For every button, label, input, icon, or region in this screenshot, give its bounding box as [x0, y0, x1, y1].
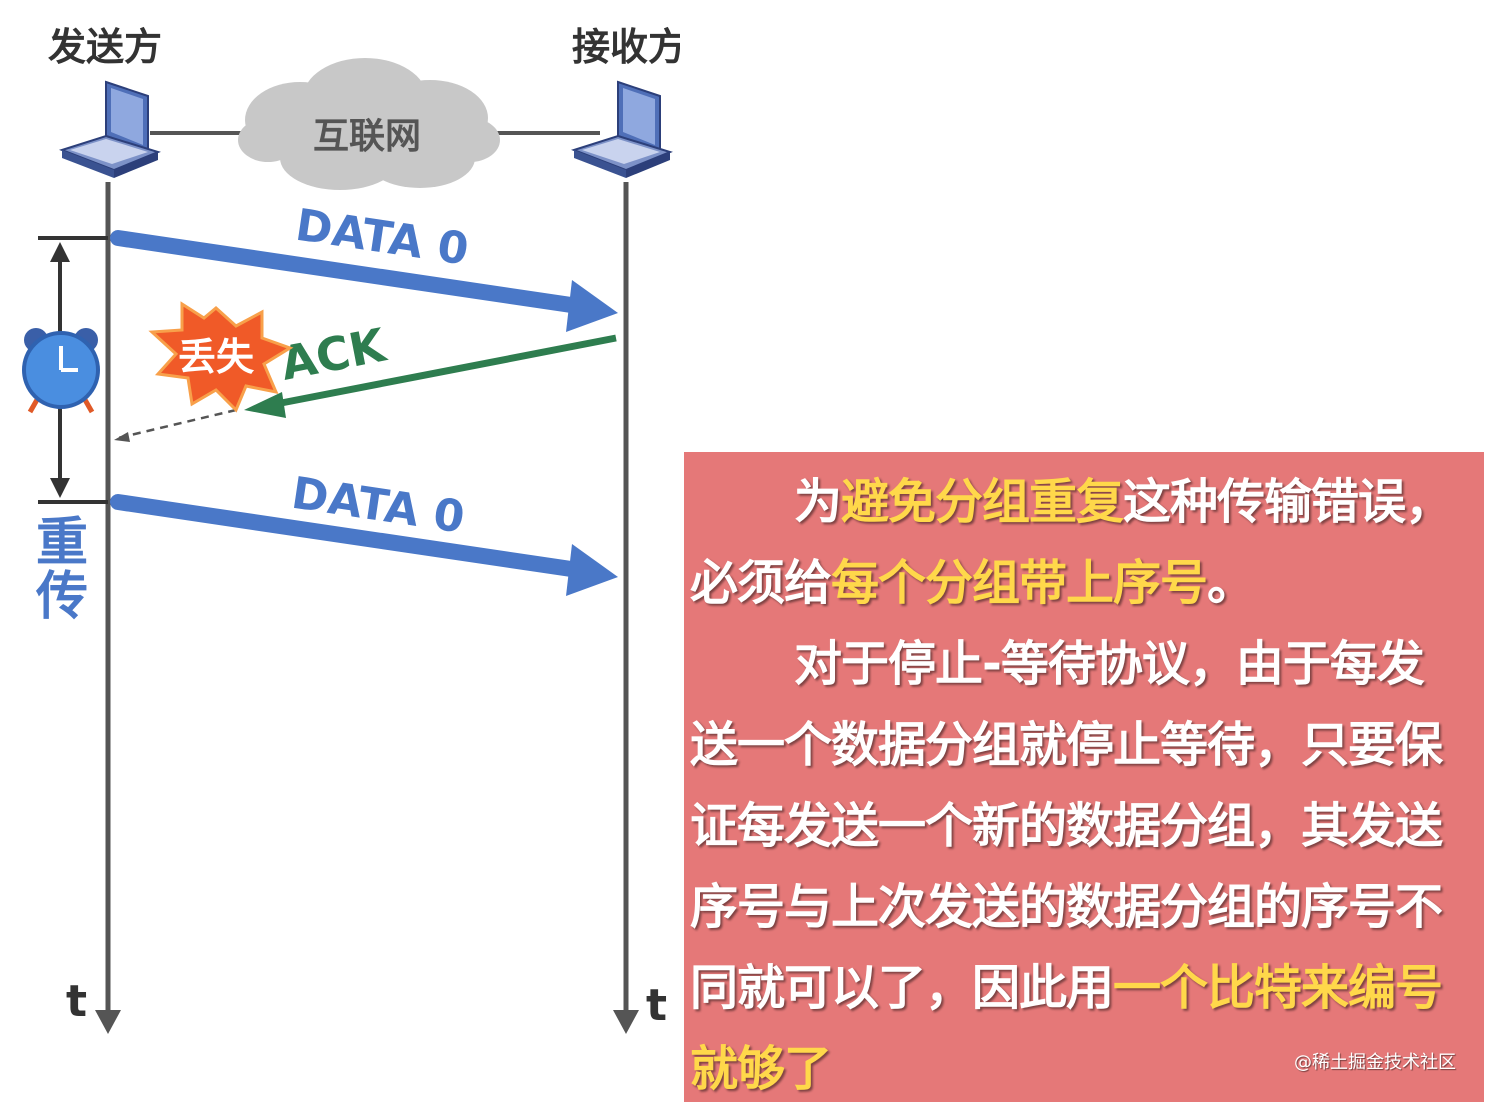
message-ack-lost	[114, 334, 617, 442]
lost-label: 丢失	[178, 335, 255, 379]
retransmit-label-line-2: 传	[35, 567, 88, 627]
retransmit-label-line-1: 重	[36, 513, 88, 573]
body-text: 。	[1207, 555, 1255, 611]
sender-timeline-arrowhead	[95, 1010, 121, 1034]
highlighted-text: 每个分组带上序号	[831, 555, 1208, 611]
cloud-icon	[238, 58, 500, 190]
highlighted-text: 一个比特来编号就够了	[690, 960, 1443, 1097]
lost-burst-icon	[148, 301, 294, 413]
receiver-label: 接收方	[572, 25, 680, 69]
stop-and-wait-diagram: 发送方 接收方 互联网 t t	[22, 25, 680, 1034]
watermark: @稀土掘金技术社区	[1294, 1052, 1456, 1073]
body-text: 对于停止-等待协议，由于每发送一个数据分组就停止等待，只要保证每发送一个新的数据…	[690, 636, 1443, 1016]
explanation-paragraph-2: 对于停止-等待协议，由于每发送一个数据分组就停止等待，只要保证每发送一个新的数据…	[690, 624, 1464, 1110]
explanation-paragraph-1: 为避免分组重复这种传输错误，必须给每个分组带上序号。	[690, 462, 1464, 624]
receiver-laptop-icon	[570, 80, 673, 178]
body-text: 这种传输错误，必须给	[690, 474, 1453, 611]
receiver-timeline-arrowhead	[613, 1010, 639, 1034]
body-text: 为	[794, 474, 842, 530]
network-label: 互联网	[313, 116, 421, 157]
receiver-time-label: t	[646, 980, 667, 1031]
explanation-panel: 为避免分组重复这种传输错误，必须给每个分组带上序号。 对于停止-等待协议，由于每…	[684, 452, 1484, 1102]
sender-laptop-icon	[58, 80, 161, 178]
timer-clock-icon	[22, 328, 100, 414]
message-ack-label: ACK	[276, 317, 392, 390]
highlighted-text: 避免分组重复	[841, 474, 1124, 530]
message-data-0-first	[110, 230, 618, 332]
sender-time-label: t	[66, 976, 87, 1027]
message-data-0-retransmit	[110, 494, 618, 596]
sender-label: 发送方	[48, 25, 162, 69]
